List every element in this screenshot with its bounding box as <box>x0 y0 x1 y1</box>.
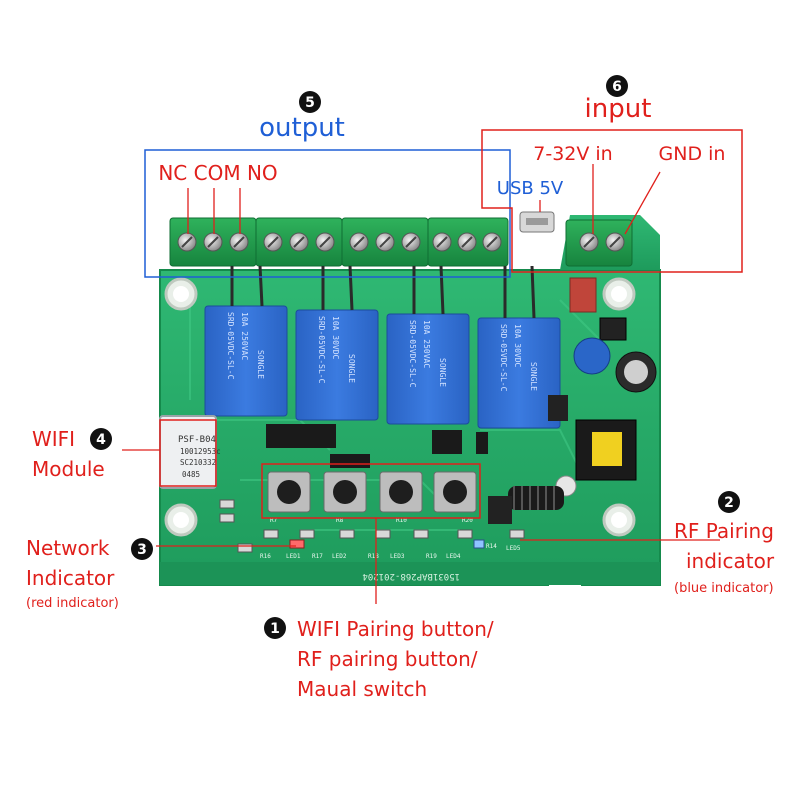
silk-led4: LED4 <box>446 553 461 560</box>
output-screws <box>177 232 502 252</box>
relay-2-rating: 10A 30VDC <box>331 316 340 360</box>
network-label-line1: Network <box>26 536 110 560</box>
callout-number-2: 2 <box>718 491 740 513</box>
silkscreen: LED1 LED2 LED3 LED4 LED5 R16 R17 R18 R19… <box>260 517 521 560</box>
output-terminal-blocks <box>169 217 509 267</box>
silk-r8: R8 <box>336 517 344 524</box>
output-label: output <box>259 113 345 143</box>
rf-antenna <box>488 486 564 524</box>
relay-leads <box>230 265 536 319</box>
output-highlight-box <box>144 149 511 278</box>
relay-1 <box>204 305 288 417</box>
relay-3-rating: 10A 250VAC <box>422 320 431 368</box>
silk-led3: LED3 <box>390 553 405 560</box>
usb-port <box>519 211 555 233</box>
status-leds <box>289 539 485 549</box>
silk-r19: R19 <box>426 553 437 560</box>
input-terminal-block <box>565 219 633 267</box>
callout-number-6-text: 6 <box>612 79 622 95</box>
wifi-module-code: 0485 <box>182 470 200 479</box>
silk-r14: R14 <box>486 543 497 550</box>
callout-number-3: 3 <box>131 538 153 560</box>
power-components <box>548 277 657 497</box>
relay-4-model: SRD-05VDC-SL-C <box>499 324 508 392</box>
relays: SRD-05VDC-SL-C SRD-05VDC-SL-C SRD-05VDC-… <box>204 305 561 429</box>
callout-number-5: 5 <box>299 91 321 113</box>
buttons-label-line3: Maual switch <box>297 677 427 701</box>
buttons-label-line2: RF pairing button/ <box>297 647 478 671</box>
silk-led1: LED1 <box>286 553 301 560</box>
relay-2-brand: SONGLE <box>347 354 356 383</box>
wifi-highlight-box <box>159 419 217 487</box>
button-3[interactable] <box>379 471 423 513</box>
silk-r16: R16 <box>260 553 271 560</box>
silk-led5: LED5 <box>506 545 521 552</box>
callout-number-5-text: 5 <box>305 95 315 111</box>
relay-4-rating: 10A 30VDC <box>513 324 522 368</box>
output-pins-label: NC COM NO <box>158 161 277 185</box>
rf-label-line2: indicator <box>686 549 775 573</box>
silk-led2: LED2 <box>332 553 347 560</box>
button-2[interactable] <box>323 471 367 513</box>
silk-r7: R7 <box>270 517 278 524</box>
relay-3-model: SRD-05VDC-SL-C <box>408 320 417 388</box>
relay-4-brand: SONGLE <box>529 362 538 391</box>
input-label: input <box>585 94 652 124</box>
wifi-label-line2: Module <box>32 457 105 481</box>
network-label-sub: (red indicator) <box>26 596 119 611</box>
relay-4 <box>477 317 561 429</box>
wifi-module: PSF-B04 10012953c SC210332 0485 <box>159 415 221 489</box>
vin-label: 7-32V in <box>533 143 612 165</box>
button-4[interactable] <box>433 471 477 513</box>
callout-number-4-text: 4 <box>96 432 106 448</box>
wifi-label-line1: WIFI <box>32 427 75 451</box>
relay-1-brand: SONGLE <box>256 350 265 379</box>
gnd-label: GND in <box>659 143 726 165</box>
usb-label: USB 5V <box>497 178 564 199</box>
callout-number-6: 6 <box>606 75 628 97</box>
buttons-label-line1: WIFI Pairing button/ <box>297 617 494 641</box>
relay-3 <box>386 313 470 425</box>
smd-components <box>219 499 525 553</box>
input-highlight-box <box>481 129 743 273</box>
button-1[interactable] <box>267 471 311 513</box>
relay-3-brand: SONGLE <box>438 358 447 387</box>
buttons-highlight-box <box>261 463 481 519</box>
wifi-module-serial: 10012953c <box>180 447 221 456</box>
mounting-holes <box>164 277 636 537</box>
pcb-code: 15031BAP268-201204 <box>362 571 460 581</box>
relay-2-model: SRD-05VDC-SL-C <box>317 316 326 384</box>
callout-number-2-text: 2 <box>724 495 734 511</box>
relay-1-model: SRD-05VDC-SL-C <box>226 312 235 380</box>
callout-number-4: 4 <box>90 428 112 450</box>
wifi-module-model: PSF-B04 <box>178 435 216 445</box>
callout-number-1: 1 <box>264 617 286 639</box>
callout-lines <box>122 164 720 604</box>
silk-r18: R18 <box>368 553 379 560</box>
silk-r20: R20 <box>462 517 473 524</box>
silk-r10: R10 <box>396 517 407 524</box>
callout-number-1-text: 1 <box>270 621 280 637</box>
network-label-line2: Indicator <box>26 566 115 590</box>
callout-number-3-text: 3 <box>137 542 147 558</box>
wifi-module-batch: SC210332 <box>180 458 216 467</box>
rf-label-line1: RF Pairing <box>674 519 774 543</box>
relay-2 <box>295 309 379 421</box>
silk-r17: R17 <box>312 553 323 560</box>
relay-1-rating: 10A 250VAC <box>240 312 249 360</box>
rf-label-sub: (blue indicator) <box>674 581 774 596</box>
pairing-buttons <box>267 471 477 513</box>
